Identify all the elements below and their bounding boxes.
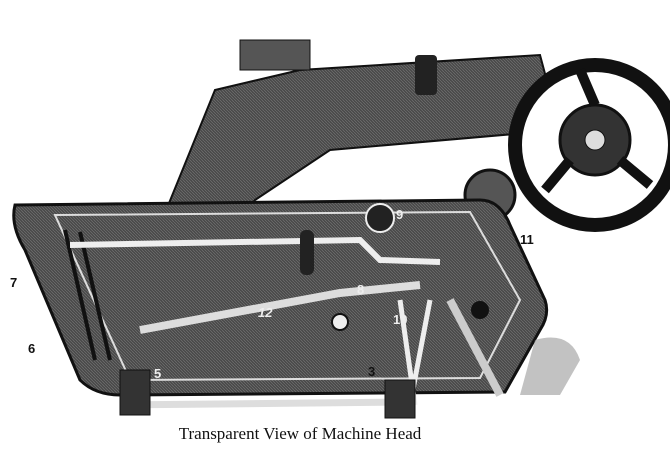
mechanism [69,203,504,419]
part-label-11: 11 [520,232,534,247]
part-label-8: 8 [357,282,365,297]
part-label-6: 6 [28,341,36,356]
handwheel [463,58,670,232]
part-label-12: 12 [258,305,273,320]
part-label-10: 10 [393,312,408,327]
bed-plate [12,198,549,397]
machine-head-illustration [12,39,670,419]
figure-caption: Transparent View of Machine Head [178,424,422,443]
part-label-9: 9 [396,207,404,222]
part-label-7: 7 [10,275,18,290]
part-label-5: 5 [154,366,162,381]
part-label-3: 3 [368,364,376,379]
